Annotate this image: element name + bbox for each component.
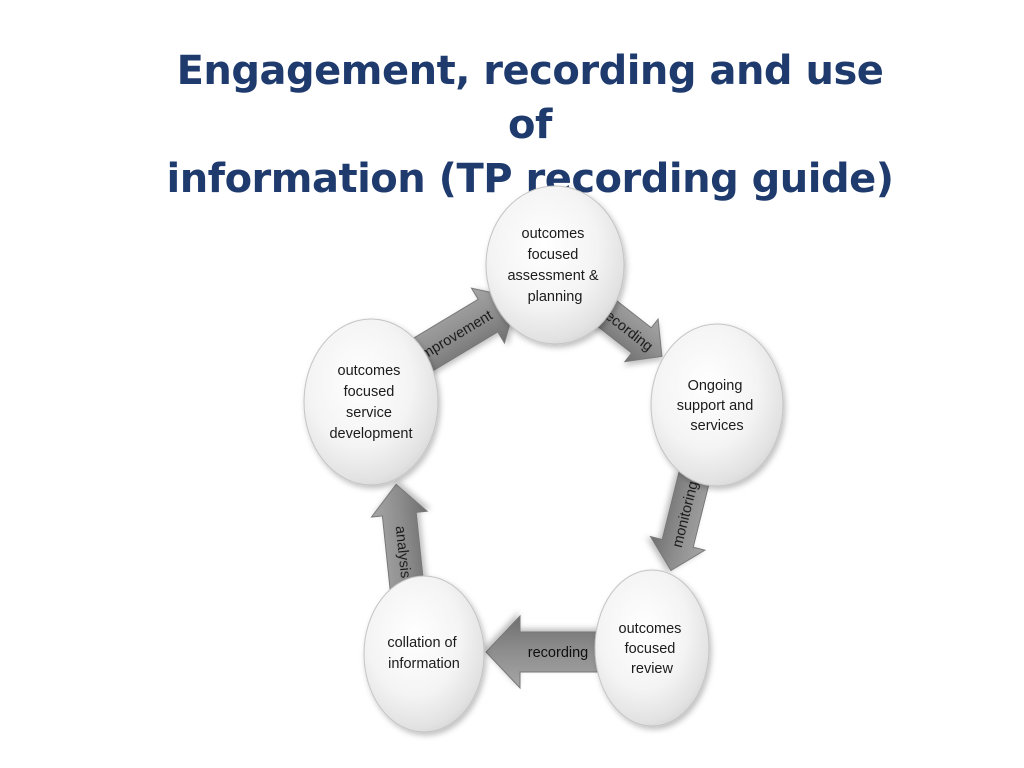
node-collation-line-2: information (388, 656, 460, 672)
svg-text:outcomes focused a: outcomes focused assessment & planning (507, 226, 602, 305)
svg-text:Ongoing support and: Ongoing support and services (677, 378, 758, 434)
node-assessment-line-2: focused (528, 247, 579, 263)
svg-text:outcomes focused r: outcomes focused review (619, 621, 686, 677)
node-support-line-3: services (690, 418, 743, 434)
node-review-line-2: focused (625, 641, 676, 657)
node-development-line-2: focused (344, 384, 395, 400)
node-development: outcomes focused service development (303, 318, 439, 486)
node-development-line-4: development (329, 426, 412, 442)
node-support: Ongoing support and services (650, 323, 784, 487)
node-review-line-1: outcomes (619, 621, 682, 637)
arrow-label-analysis: analysis (392, 525, 413, 579)
slide-title: Engagement, recording and use of informa… (150, 44, 910, 206)
node-assessment-line-3: assessment & (507, 268, 598, 284)
node-assessment: outcomes focused assessment & planning (485, 185, 625, 345)
title-line-1: Engagement, recording and use of (176, 48, 884, 148)
node-review: outcomes focused review (594, 569, 710, 727)
node-review-line-3: review (631, 661, 673, 677)
arrow-recording-bottom: recording (485, 614, 603, 690)
arrow-label-recording-bottom: recording (528, 645, 588, 661)
node-support-line-2: support and (677, 398, 754, 414)
svg-text:collation of information: collation of information (387, 635, 460, 672)
node-development-line-1: outcomes (338, 363, 401, 379)
svg-text:outcomes focused s: outcomes focused service development (329, 363, 412, 442)
node-assessment-line-1: outcomes (522, 226, 585, 242)
arrow-monitoring: monitoring (649, 470, 711, 572)
node-collation: collation of information (363, 575, 485, 733)
node-development-line-3: service (346, 405, 392, 421)
node-assessment-line-4: planning (528, 289, 583, 305)
node-support-line-1: Ongoing (688, 378, 743, 394)
node-collation-line-1: collation of (387, 635, 457, 651)
